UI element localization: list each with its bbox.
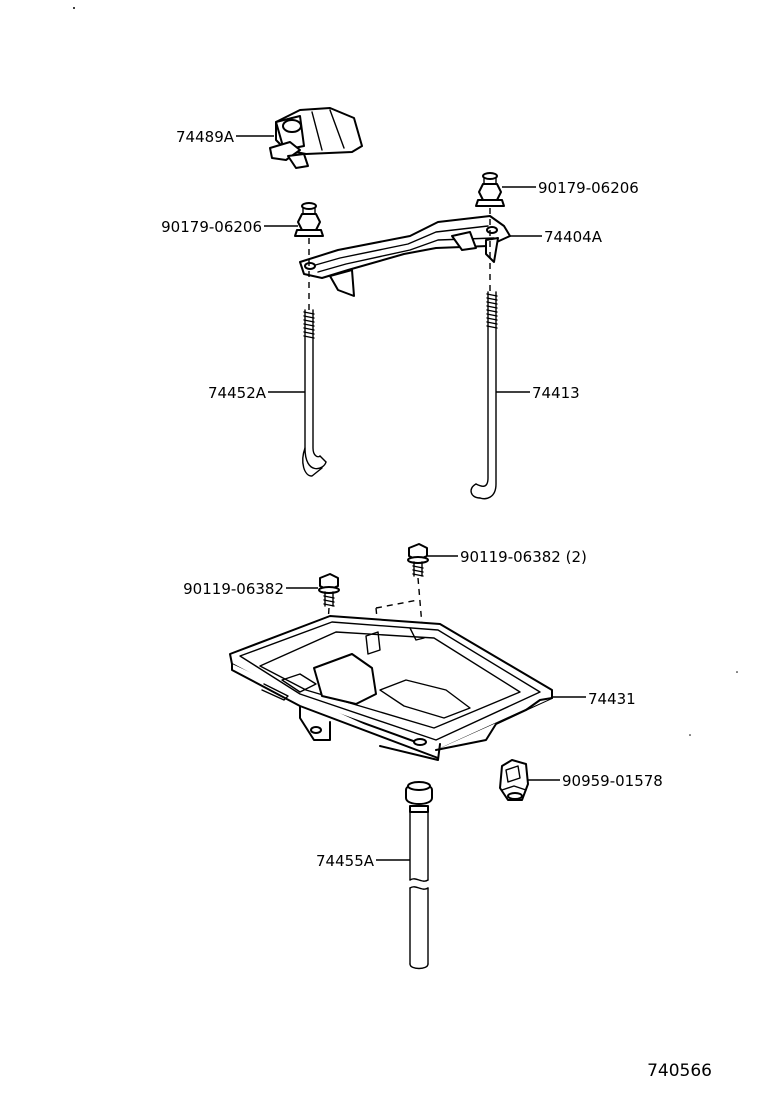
callout-74455a: 74455A <box>316 852 375 870</box>
callout-74489a: 74489A <box>176 128 235 146</box>
callout-90119-06382: 90119-06382 <box>183 580 284 598</box>
callout-90959-01578: 90959-01578 <box>562 772 663 790</box>
thread-74452a <box>303 311 315 339</box>
part-74489a-clamp[interactable] <box>269 107 363 169</box>
nut-90179-06206-right[interactable] <box>475 172 505 207</box>
callout-90179-06206-right: 90179-06206 <box>538 179 639 197</box>
callout-90119-06382-qty2: 90119-06382 (2) <box>460 548 587 566</box>
part-74455a-rod[interactable] <box>405 781 433 970</box>
bolt-90119-06382-left[interactable] <box>318 573 340 607</box>
part-74413-j-bolt[interactable] <box>470 291 498 500</box>
scan-specks <box>73 7 738 736</box>
nut-90179-06206-left[interactable] <box>294 202 324 237</box>
callout-labels: 74489A 90179-06206 90179-06206 74404A 74… <box>161 128 663 870</box>
part-74404a-hold-down-bar[interactable] <box>299 215 511 297</box>
thread-74413 <box>486 293 498 329</box>
callout-90179-06206-left: 90179-06206 <box>161 218 262 236</box>
part-74452a-j-bolt[interactable] <box>302 309 327 477</box>
figure-code: 740566 <box>647 1061 712 1081</box>
bolt-90119-06382-right[interactable] <box>407 543 429 577</box>
callout-74452a: 74452A <box>208 384 267 402</box>
part-90959-01578-clip[interactable] <box>499 759 529 801</box>
callout-74404a: 74404A <box>544 228 603 246</box>
callout-74413: 74413 <box>532 384 580 402</box>
part-74431-battery-tray[interactable] <box>229 615 553 761</box>
callout-74431: 74431 <box>588 690 636 708</box>
